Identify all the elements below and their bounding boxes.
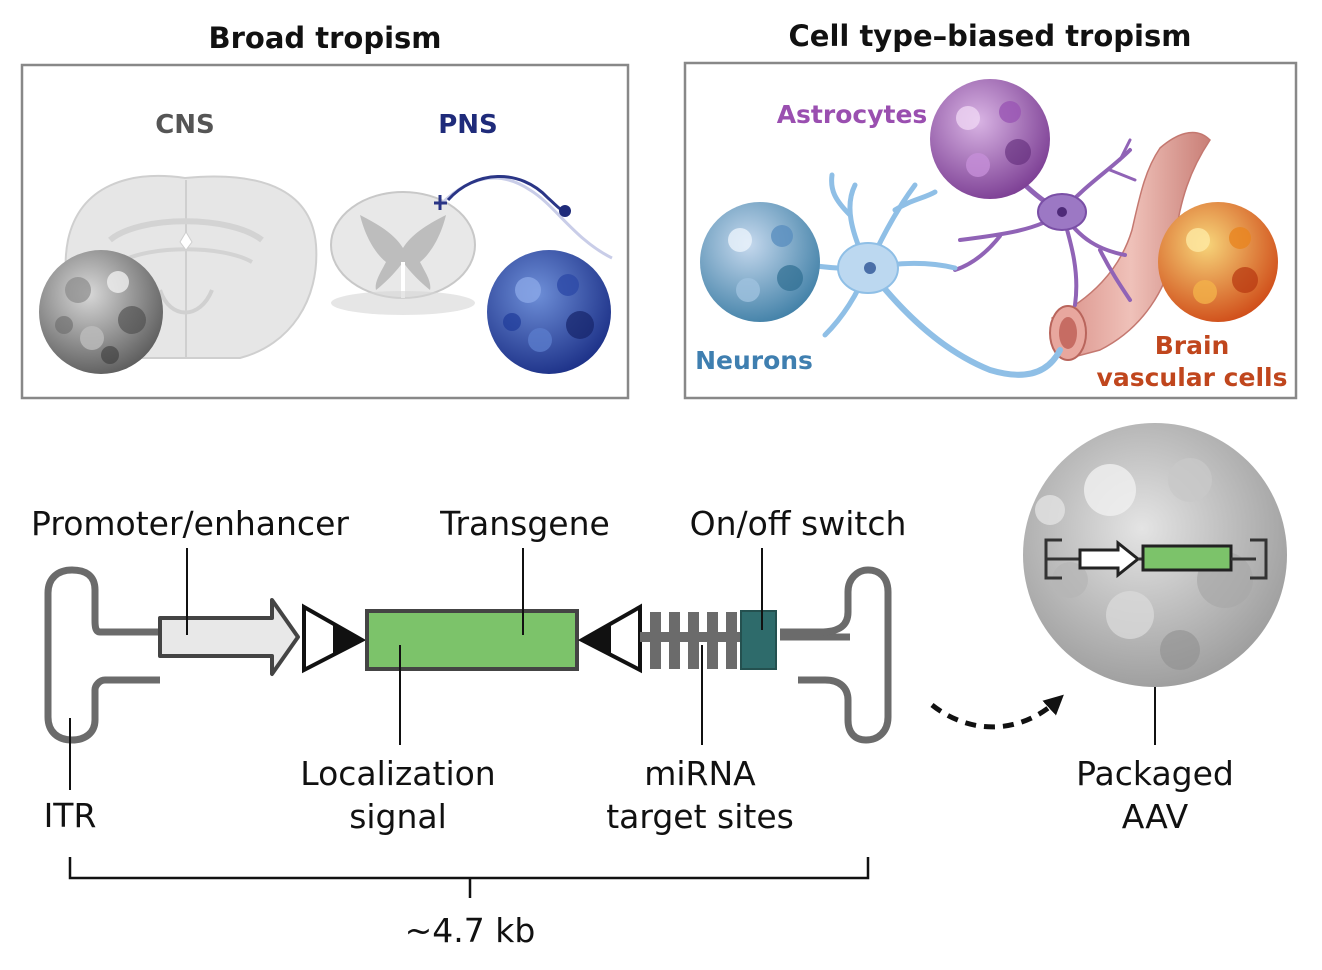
packaged-label-line2: AAV bbox=[1122, 797, 1189, 836]
pns-label: PNS bbox=[438, 110, 498, 140]
packaged-label-line1: Packaged bbox=[1076, 754, 1234, 793]
neuron-illustration bbox=[772, 172, 1063, 378]
promoter-label: Promoter/enhancer bbox=[31, 504, 349, 543]
packaged-aav-illustration bbox=[1023, 423, 1287, 687]
transgene-box bbox=[365, 609, 579, 671]
neurons-label: Neurons bbox=[695, 346, 813, 375]
on-off-switch-box bbox=[740, 610, 777, 670]
light-blue-capsid-illustration bbox=[700, 202, 820, 322]
vascular-label-line1: Brain bbox=[1155, 331, 1230, 360]
blood-vessel-illustration bbox=[1049, 131, 1211, 361]
gray-capsid-illustration bbox=[39, 250, 163, 374]
itr-label: ITR bbox=[44, 796, 97, 835]
packaging-arrow bbox=[930, 694, 1064, 730]
blue-capsid-illustration bbox=[487, 250, 611, 374]
purple-capsid-illustration bbox=[930, 79, 1050, 199]
size-label: ~4.7 kb bbox=[405, 911, 536, 950]
broad-tropism-title: Broad tropism bbox=[208, 21, 441, 55]
peripheral-nerve-illustration bbox=[434, 175, 613, 260]
localization-label-line1: Localization bbox=[300, 754, 495, 793]
mirna-label-line1: miRNA bbox=[644, 754, 756, 793]
switch-label: On/off switch bbox=[690, 504, 907, 543]
cns-label: CNS bbox=[155, 110, 215, 140]
right-itr-hairpin bbox=[780, 566, 892, 744]
mirna-label-line2: target sites bbox=[606, 797, 794, 836]
left-itr-hairpin bbox=[44, 566, 140, 744]
promoter-arrow bbox=[158, 598, 300, 676]
localization-label-line2: signal bbox=[349, 797, 447, 836]
vascular-label-line2: vascular cells bbox=[1097, 363, 1288, 392]
leader-lines bbox=[69, 548, 1156, 790]
mirna-target-sites bbox=[640, 612, 745, 669]
aav-construct-diagram: Promoter/enhancer Transgene On/off switc… bbox=[31, 504, 1234, 950]
biased-tropism-panel: Astrocytes Neurons Brain vascular cells bbox=[683, 61, 1298, 400]
biased-tropism-title: Cell type–biased tropism bbox=[789, 19, 1192, 53]
orange-capsid-illustration bbox=[1158, 202, 1278, 322]
astrocytes-label: Astrocytes bbox=[777, 100, 928, 129]
broad-tropism-panel: CNS PNS bbox=[20, 63, 630, 400]
transgene-label: Transgene bbox=[439, 504, 610, 543]
size-bracket bbox=[68, 857, 870, 898]
mini-construct bbox=[1044, 538, 1268, 580]
spinal-cord-illustration bbox=[330, 191, 476, 315]
